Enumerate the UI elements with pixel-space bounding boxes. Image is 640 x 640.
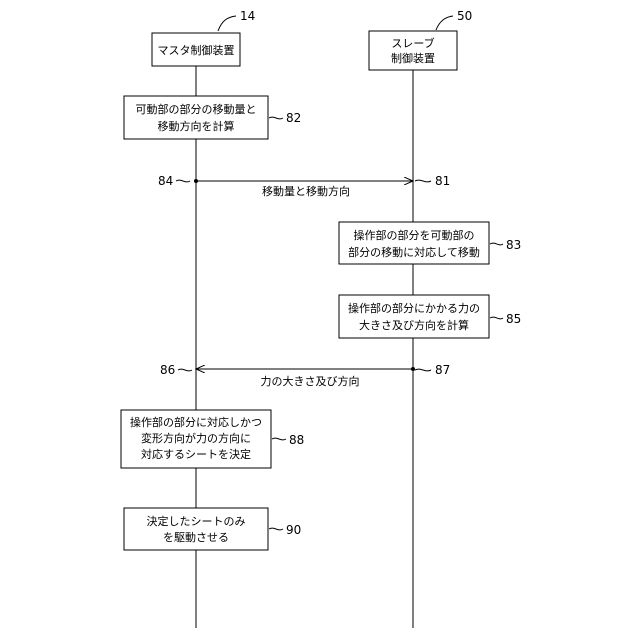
message-force-origin-dot xyxy=(411,367,415,371)
step-90-ref: 90 xyxy=(286,523,301,537)
step-82-line1: 可動部の部分の移動量と xyxy=(136,102,257,116)
step-83-line1: 操作部の部分を可動部の xyxy=(354,228,475,242)
step-88-line2: 変形方向が力の方向に xyxy=(141,431,251,445)
ref-81: 81 xyxy=(435,174,450,188)
step-88-ref: 88 xyxy=(289,433,304,447)
master-controller-node: マスタ制御装置 xyxy=(152,33,240,66)
step-90-box: 決定したシートのみ を駆動させる xyxy=(124,508,268,550)
message-movement: 移動量と移動方向 xyxy=(194,179,413,198)
ref-87-callout: 87 xyxy=(415,363,450,377)
message-movement-origin-dot xyxy=(194,179,198,183)
ref-84: 84 xyxy=(158,174,173,188)
step-85-line1: 操作部の部分にかかる力の xyxy=(348,301,480,315)
ref-84-callout: 84 xyxy=(158,174,190,188)
step-82-box: 可動部の部分の移動量と 移動方向を計算 xyxy=(124,96,268,139)
step-85-line2: 大きさ及び方向を計算 xyxy=(359,318,469,332)
step-88-box: 操作部の部分に対応しかつ 変形方向が力の方向に 対応するシートを決定 xyxy=(121,410,271,468)
step-88-ref-callout: 88 xyxy=(272,433,304,447)
ref-87: 87 xyxy=(435,363,450,377)
step-90-line2: を駆動させる xyxy=(163,530,229,544)
step-82-ref-callout: 82 xyxy=(269,111,301,125)
step-85-box: 操作部の部分にかかる力の 大きさ及び方向を計算 xyxy=(339,295,489,338)
message-force-label: 力の大きさ及び方向 xyxy=(261,374,360,388)
master-ref-number: 14 xyxy=(240,9,255,23)
ref-86-callout: 86 xyxy=(160,363,192,377)
slave-ref-callout: 50 xyxy=(436,9,472,30)
ref-86: 86 xyxy=(160,363,175,377)
slave-ref-number: 50 xyxy=(457,9,472,23)
step-83-line2: 部分の移動に対応して移動 xyxy=(348,245,480,259)
slave-controller-label-line2: 制御装置 xyxy=(391,51,435,65)
slave-controller-label-line1: スレーブ xyxy=(391,36,434,50)
message-movement-label: 移動量と移動方向 xyxy=(262,184,350,198)
message-force: 力の大きさ及び方向 xyxy=(196,367,415,388)
step-88-line1: 操作部の部分に対応しかつ xyxy=(130,415,262,429)
ref-81-callout: 81 xyxy=(415,174,450,188)
master-ref-callout: 14 xyxy=(218,9,255,31)
step-83-box: 操作部の部分を可動部の 部分の移動に対応して移動 xyxy=(339,222,489,264)
step-90-ref-callout: 90 xyxy=(269,523,301,537)
master-controller-label: マスタ制御装置 xyxy=(158,43,235,57)
step-85-ref-callout: 85 xyxy=(490,312,521,326)
slave-controller-node: スレーブ 制御装置 xyxy=(369,31,457,70)
step-82-ref: 82 xyxy=(286,111,301,125)
step-85-ref: 85 xyxy=(506,312,521,326)
step-83-ref-callout: 83 xyxy=(490,238,521,252)
step-90-line1: 決定したシートのみ xyxy=(147,514,246,528)
step-83-ref: 83 xyxy=(506,238,521,252)
step-88-line3: 対応するシートを決定 xyxy=(141,447,251,461)
step-82-line2: 移動方向を計算 xyxy=(158,119,235,133)
